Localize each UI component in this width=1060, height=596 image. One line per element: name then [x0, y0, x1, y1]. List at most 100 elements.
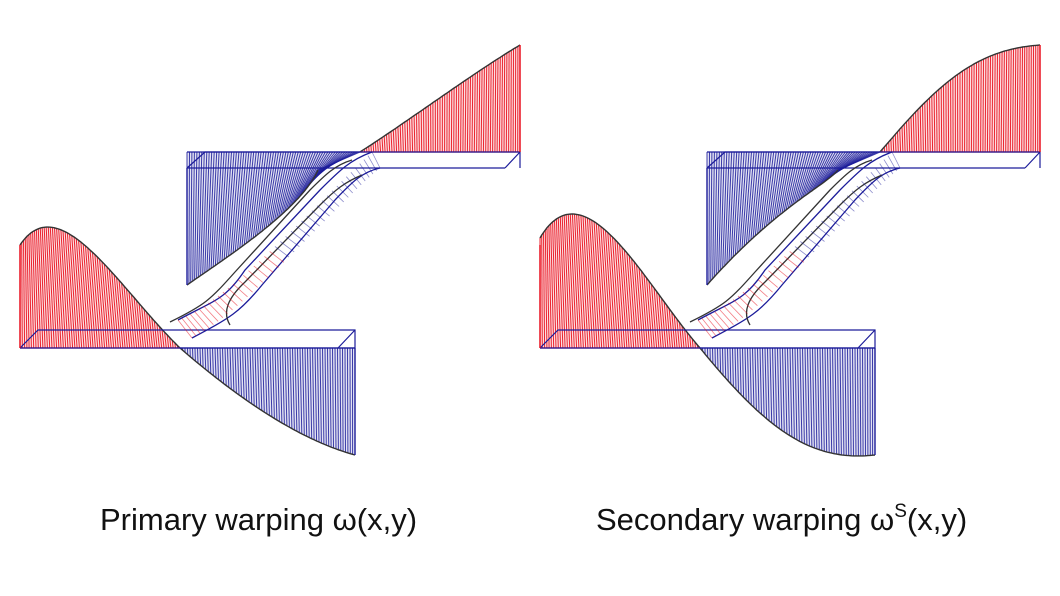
bottom-right-flange-hatch — [744, 347, 747, 401]
bottom-right-flange-hatch — [729, 347, 732, 384]
bottom-right-flange-hatch — [784, 347, 788, 434]
top-flange-box — [706, 45, 1041, 285]
top-right-flange-hatch — [1021, 46, 1023, 153]
top-left-flange-hatch — [289, 151, 309, 207]
top-left-flange-hatch — [204, 151, 210, 273]
web-hatch — [737, 295, 753, 311]
top-left-flange-hatch — [301, 151, 326, 195]
top-right-flange-hatch — [489, 63, 492, 153]
top-left-flange-hatch — [774, 151, 787, 219]
top-right-flange-hatch — [936, 91, 938, 153]
bottom-left-flange-hatch — [661, 298, 667, 349]
web-upper-edge — [711, 167, 901, 339]
top-right-flange-hatch — [940, 87, 943, 153]
bottom-left-flange-hatch — [582, 215, 591, 349]
bottom-right-flange-hatch — [284, 347, 288, 426]
bottom-left-flange-hatch — [548, 225, 552, 349]
top-right-flange-hatch — [912, 114, 915, 153]
bottom-right-flange-hatch — [722, 347, 724, 376]
top-right-flange-hatch — [392, 129, 395, 153]
top-right-flange-hatch — [897, 131, 899, 153]
top-left-flange-hatch — [265, 151, 279, 228]
top-left-flange-hatch — [190, 151, 193, 283]
web-hatch — [243, 274, 258, 288]
top-right-flange-hatch — [496, 58, 499, 153]
top-left-flange-hatch — [298, 151, 321, 199]
web-hatch — [316, 205, 330, 217]
bottom-left-flange-hatch — [571, 213, 580, 349]
top-left-flange-hatch — [752, 151, 762, 238]
top-left-flange-hatch — [783, 151, 797, 212]
bottom-right-flange-hatch — [802, 347, 805, 444]
web-hatch — [874, 167, 886, 182]
top-right-flange-hatch — [933, 93, 936, 153]
bottom-left-flange-hatch — [153, 320, 158, 349]
bottom-left-flange-hatch — [580, 215, 589, 349]
top-left-flange-hatch — [818, 151, 841, 187]
bottom-left-flange-hatch — [94, 254, 103, 349]
top-left-flange-hatch — [720, 151, 725, 271]
bottom-right-flange-hatch — [779, 347, 783, 431]
top-right-flange-hatch — [501, 55, 503, 153]
bottom-right-flange-hatch — [847, 347, 850, 456]
bottom-left-flange-hatch — [552, 221, 557, 349]
top-right-flange-hatch — [494, 60, 497, 153]
top-left-flange-hatch — [292, 151, 314, 204]
top-left-flange-outline — [706, 169, 839, 286]
top-right-flange — [879, 44, 1041, 153]
top-left-flange-hatch — [789, 151, 804, 207]
bottom-left-flange-hatch — [557, 217, 564, 349]
bottom-right-flange-hatch — [857, 347, 859, 456]
bottom-left-flange-hatch — [156, 323, 160, 349]
top-left-flange-hatch — [724, 151, 730, 266]
bottom-left-flange-hatch — [653, 287, 660, 349]
top-left-flange-hatch — [766, 151, 777, 227]
top-left-flange-hatch — [200, 151, 205, 276]
web-hatch — [861, 181, 873, 194]
top-left-flange-hatch — [732, 151, 740, 257]
top-right-flange-hatch — [998, 52, 1001, 153]
top-right-flange-hatch — [464, 79, 467, 153]
top-left-flange-hatch — [271, 151, 287, 223]
top-right-flange-hatch — [469, 76, 471, 153]
top-right-flange-hatch — [938, 89, 940, 153]
bottom-left-flange-hatch — [148, 315, 154, 349]
top-left-flange-hatch — [759, 151, 770, 232]
top-right-flange-hatch — [471, 75, 474, 153]
top-left-flange-outline — [186, 169, 319, 286]
top-left-flange-hatch — [801, 151, 819, 198]
bottom-left-flange-hatch — [118, 280, 126, 349]
web-hatch — [350, 171, 362, 186]
bottom-left-flange-hatch — [37, 228, 44, 349]
bottom-left-flange-hatch — [609, 234, 619, 349]
web-hatch — [805, 236, 820, 248]
top-flange-top-edge — [706, 151, 1041, 169]
bottom-right-flange-hatch — [859, 347, 862, 456]
top-right-flange-hatch — [989, 55, 991, 153]
bottom-left-flange-hatch — [103, 264, 112, 349]
top-right-flange-hatch — [399, 125, 402, 153]
top-right-flange-hatch — [409, 118, 411, 153]
bottom-right-flange-hatch — [832, 347, 835, 454]
bottom-left-flange-hatch — [41, 227, 48, 349]
top-right-flange-hatch — [1025, 46, 1028, 153]
bottom-left-flange-hatch — [62, 230, 71, 349]
bottom-left-flange-hatch — [39, 228, 46, 349]
bottom-right-flange-hatch — [834, 347, 838, 455]
web-hatch — [217, 295, 233, 311]
top-left-flange-hatch — [302, 151, 329, 193]
bottom-left-flange-hatch — [101, 261, 110, 349]
top-left-flange-hatch — [777, 151, 790, 217]
top-right-flange-hatch — [457, 84, 460, 153]
web-hatch — [870, 171, 882, 186]
bottom-left-flange-hatch — [578, 214, 587, 349]
bottom-left-flange-hatch — [43, 227, 51, 349]
top-left-flange-hatch — [816, 151, 839, 188]
bottom-right-flange-hatch — [864, 347, 866, 456]
web-hatch — [752, 283, 768, 298]
bottom-right-flange-hatch — [332, 347, 334, 449]
bottom-right-flange-hatch — [337, 347, 339, 450]
bottom-left-flange-hatch — [633, 261, 642, 349]
bottom-right-flange-hatch — [817, 347, 820, 450]
bottom-left-flange-hatch — [24, 238, 28, 349]
